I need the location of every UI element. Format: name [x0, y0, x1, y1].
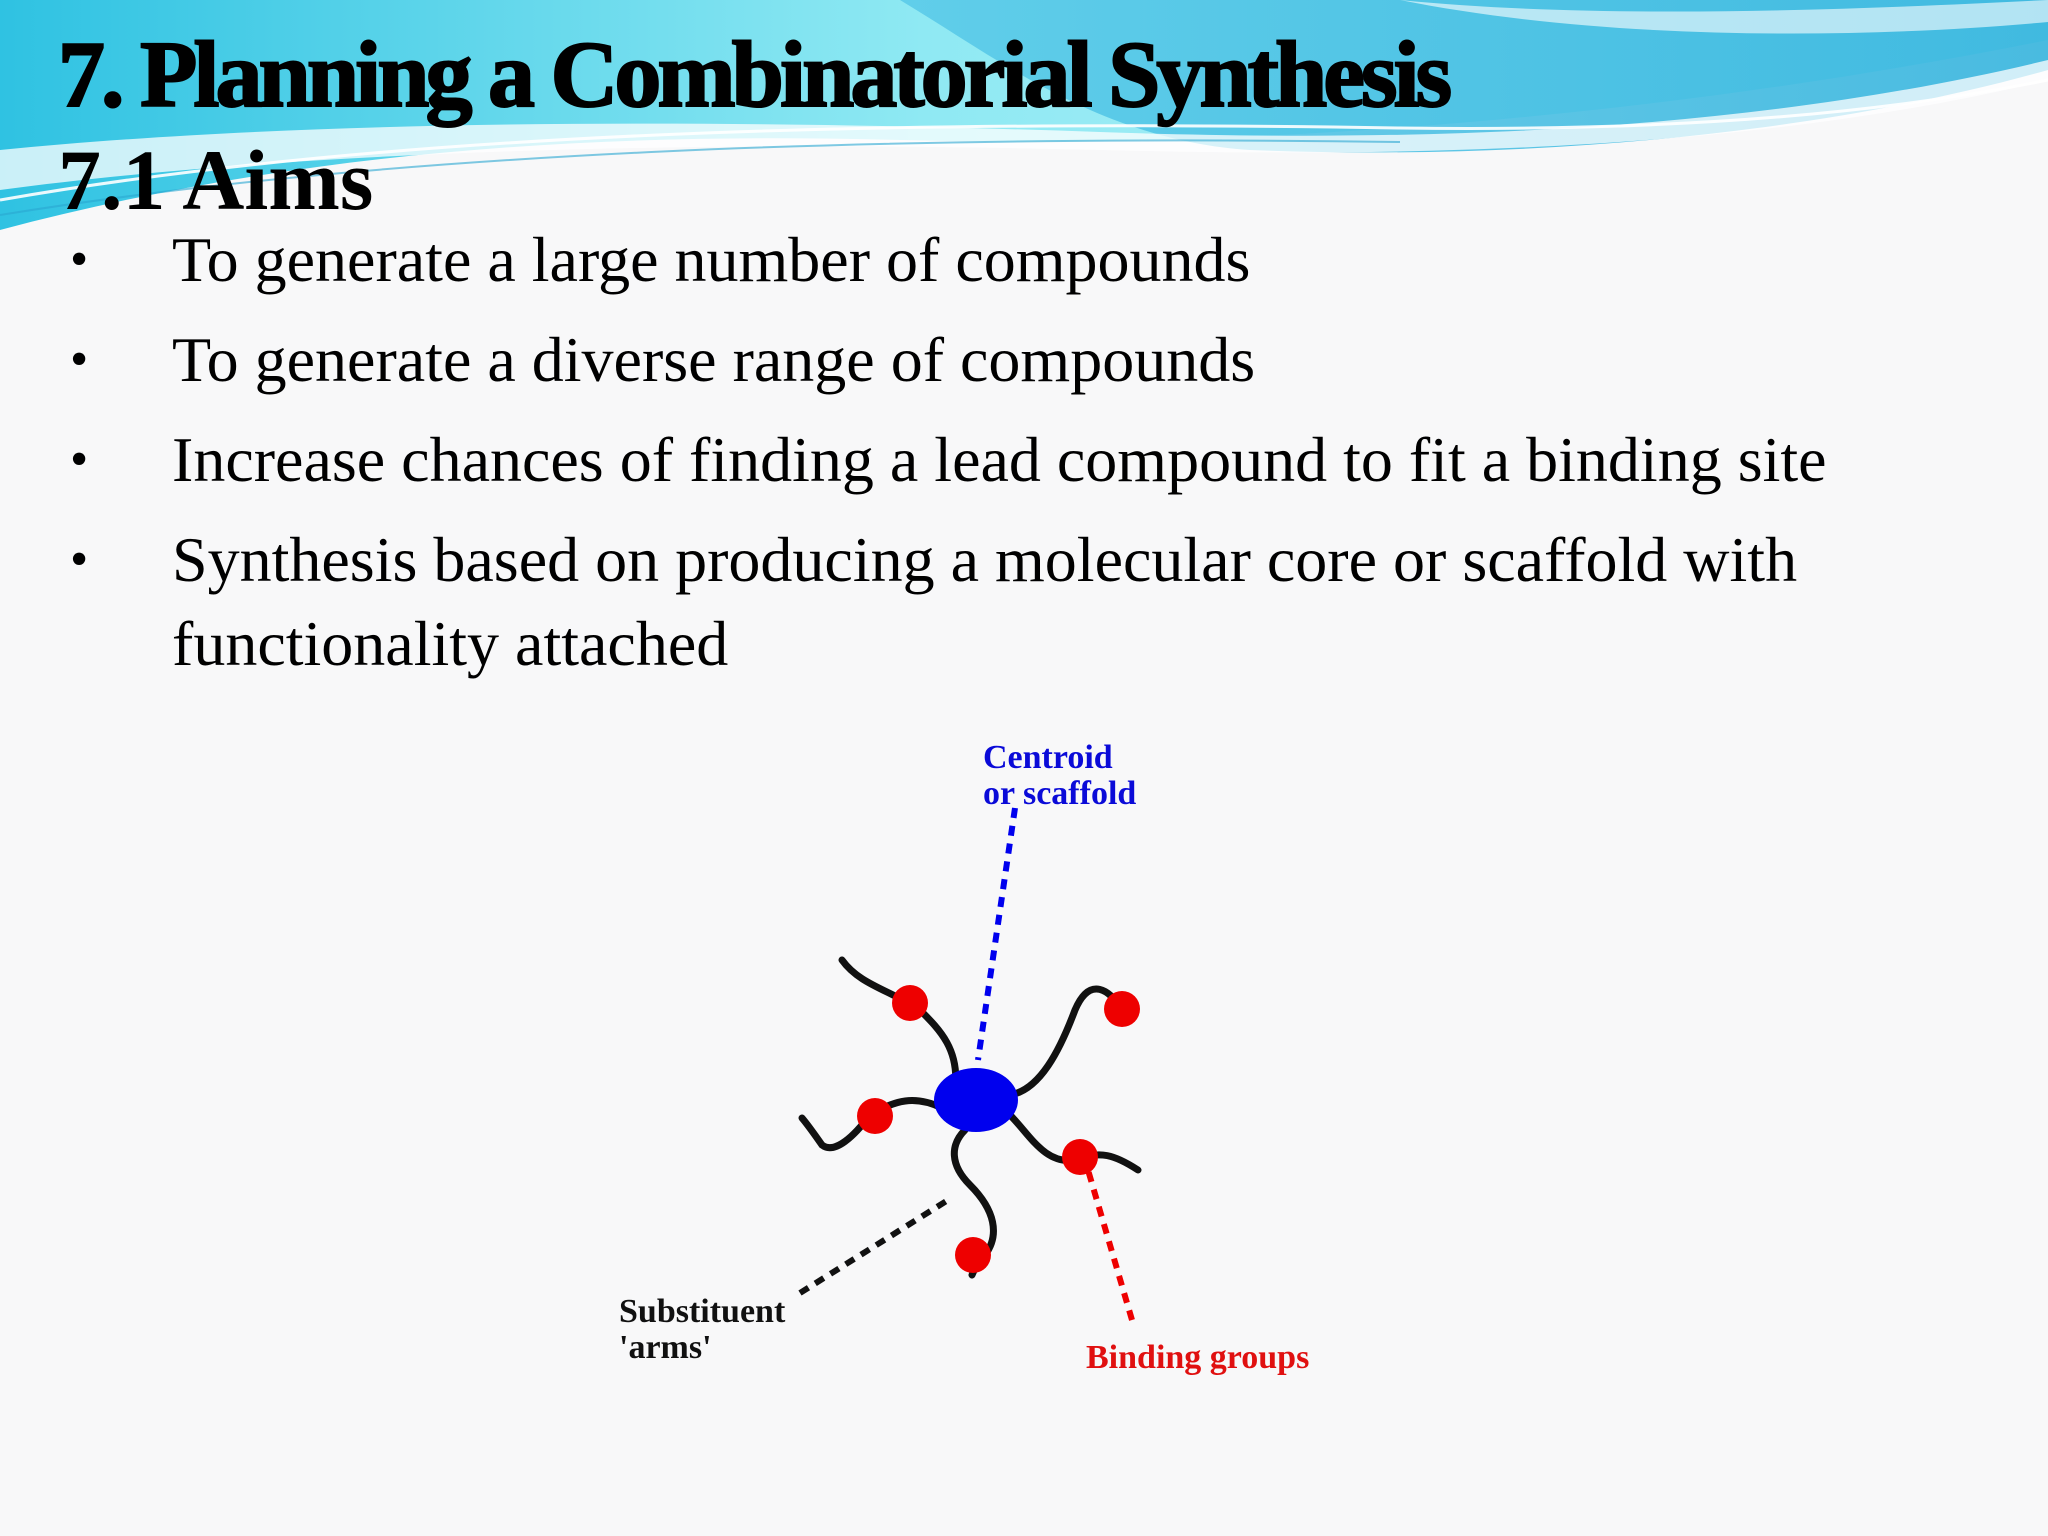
bullet-text: Synthesis based on producing a molecular… [172, 524, 1798, 679]
bullet-text: Increase chances of finding a lead compo… [172, 424, 1827, 495]
wave-banner [0, 0, 2048, 230]
bullet-text: To generate a diverse range of compounds [172, 324, 1256, 395]
bullet-dot: • [70, 431, 89, 488]
centroid-label: Centroid or scaffold [983, 739, 1137, 812]
binding-groups [857, 985, 1140, 1273]
bullet-text: To generate a large number of compounds [172, 224, 1251, 295]
centroid-pointer [975, 807, 1018, 1061]
binding-group-dot [857, 1098, 893, 1134]
arms-pointer [798, 1197, 950, 1296]
arm-upper-right [1006, 985, 1126, 1099]
binding-pointer [1085, 1169, 1135, 1321]
slide-title: 7. Planning a Combinatorial Synthesis [57, 22, 1453, 128]
arm-left [798, 1097, 946, 1152]
substituent-arms-label: Substituent 'arms' [619, 1293, 786, 1366]
bullet-item: • Synthesis based on producing a molecul… [0, 518, 1972, 686]
bullet-dot: • [70, 331, 89, 388]
binding-group-dot [1104, 991, 1140, 1027]
bullet-dot: • [70, 531, 89, 588]
scaffold-core [934, 1068, 1018, 1132]
bullet-item: • To generate a diverse range of compoun… [0, 318, 1255, 402]
bullet-dot: • [70, 231, 89, 288]
arm-upper-left [838, 956, 960, 1094]
binding-group-dot [1062, 1139, 1098, 1175]
binding-groups-label: Binding groups [1086, 1339, 1310, 1376]
binding-group-dot [955, 1237, 991, 1273]
bullet-item: • To generate a large number of compound… [0, 218, 1250, 302]
slide-subtitle: 7.1 Aims [58, 132, 374, 228]
bullet-item: • Increase chances of finding a lead com… [0, 418, 1827, 502]
binding-group-dot [892, 985, 928, 1021]
